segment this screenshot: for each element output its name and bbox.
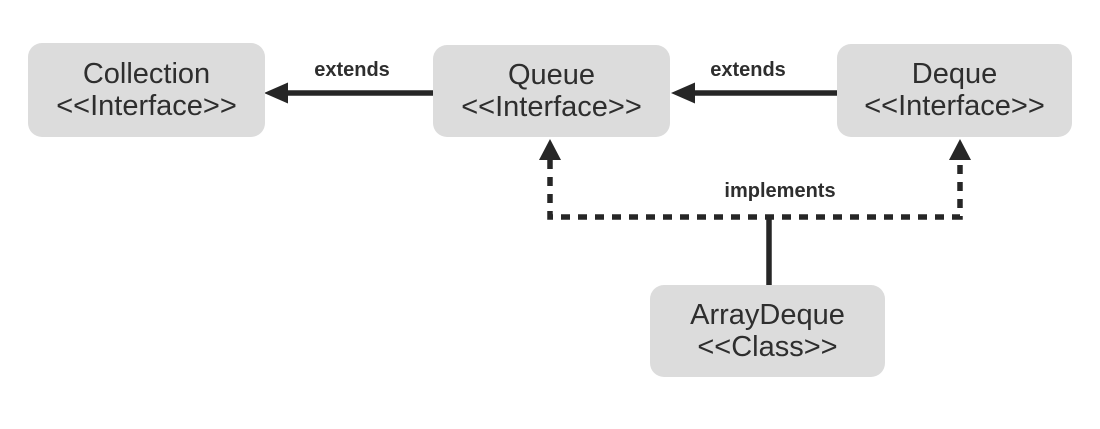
arrowhead-up-icon (539, 139, 561, 160)
node-collection-interface: Collection <<Interface>> (28, 43, 265, 137)
edge-label-extends: extends (314, 59, 390, 81)
edge-label-implements: implements (724, 180, 836, 202)
node-stereotype: <<Interface>> (461, 90, 642, 123)
arrowhead-left-icon (671, 82, 695, 104)
node-title: Queue (507, 58, 596, 91)
node-deque-interface: Deque <<Interface>> (837, 44, 1072, 137)
node-stereotype: <<Interface>> (864, 90, 1045, 122)
arrowhead-up-icon (949, 139, 971, 160)
node-title: Deque (911, 58, 998, 90)
node-queue-interface: Queue <<Interface>> (433, 45, 670, 137)
node-title: Collection (82, 57, 211, 90)
arrowhead-left-icon (264, 82, 288, 104)
edge-label-extends: extends (710, 59, 786, 81)
node-stereotype: <<Class>> (697, 330, 838, 363)
node-stereotype: <<Interface>> (56, 89, 237, 122)
node-title: ArrayDeque (690, 298, 845, 331)
node-arraydeque-class: ArrayDeque <<Class>> (650, 285, 885, 377)
implements-dashed-connector (547, 160, 963, 220)
